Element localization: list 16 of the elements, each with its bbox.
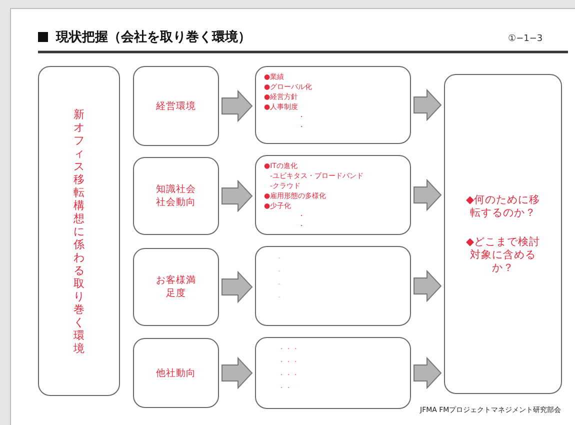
page-number: ①−1−3: [508, 34, 543, 44]
topic-box: お客様満足度: [133, 248, 219, 326]
question-box: ◆何のために移転するのか？ ◆どこまで検討対象に含めるか？: [444, 74, 562, 394]
block-arrow: [414, 178, 442, 212]
block-arrow: [414, 356, 442, 390]
block-arrow: [222, 90, 253, 122]
theme-box: 新オフィス移転構想に係わる取り巻く環境: [38, 66, 120, 396]
block-arrow: [222, 356, 253, 390]
block-arrow: [222, 180, 253, 212]
block-arrow: [414, 88, 442, 122]
topic-box: 知識社会社会動向: [133, 157, 219, 235]
topic-box: 他社動向: [133, 338, 219, 408]
block-arrow: [414, 270, 442, 302]
block-arrow: [222, 270, 253, 304]
title: 現状把握（会社を取り巻く環境）: [56, 30, 251, 45]
topic-box: 経営環境: [133, 66, 219, 146]
